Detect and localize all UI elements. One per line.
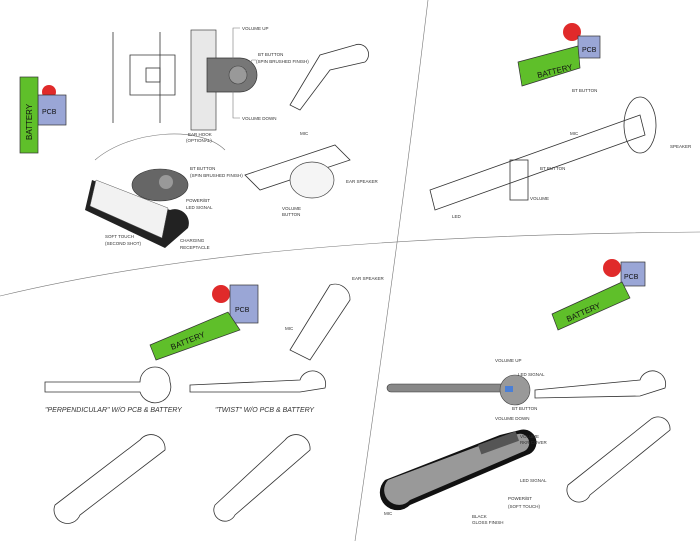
pcb-block — [37, 94, 67, 126]
svg-text:(SECOND SHOT): (SECOND SHOT) — [105, 241, 142, 246]
battery-module-bottom-left: PCB BATTERY — [149, 284, 259, 361]
svg-text:POWER/BT: POWER/BT — [508, 496, 532, 501]
svg-text:POWER/BT: POWER/BT — [186, 198, 210, 203]
svg-text:SPEAKER: SPEAKER — [670, 144, 692, 149]
battery-module-top-left: PCB BATTERY — [19, 76, 67, 154]
svg-text:LED: LED — [452, 214, 462, 219]
svg-text:MIC: MIC — [300, 131, 309, 136]
battery-block — [19, 76, 39, 154]
svg-text:EAR SPEAKER: EAR SPEAKER — [346, 179, 379, 184]
earpiece-outline-sketches-bottom-right — [534, 370, 671, 503]
svg-text:VOLUME: VOLUME — [282, 206, 301, 211]
svg-text:BT BUTTON: BT BUTTON — [512, 406, 537, 411]
svg-text:EAR SPEAKER: EAR SPEAKER — [352, 276, 385, 281]
svg-text:(SPIN BRUSHED FINISH): (SPIN BRUSHED FINISH) — [190, 173, 243, 178]
battery-label: BATTERY — [25, 103, 34, 140]
earpiece-front-view — [112, 32, 176, 123]
svg-text:LED SIGNAL: LED SIGNAL — [520, 478, 547, 483]
svg-text:GLOSS FINISH: GLOSS FINISH — [472, 520, 504, 525]
divider-horizontal — [0, 231, 700, 297]
svg-text:BT BUTTON: BT BUTTON — [258, 52, 283, 57]
svg-text:VOLUME DOWN: VOLUME DOWN — [495, 416, 530, 421]
battery-module-top-right: PCB BATTERY — [517, 23, 601, 87]
svg-text:BT BUTTON: BT BUTTON — [540, 166, 565, 171]
earpiece-top-right-sketch: BT BUTTON MIC BT BUTTON SPEAKER VOLUME L… — [429, 88, 692, 219]
svg-text:(SOFT TOUCH): (SOFT TOUCH) — [508, 504, 541, 509]
earpiece-sketches-bottom-left: EAR SPEAKER MIC "PERPENDICULAR" W/O PCB … — [44, 276, 385, 524]
pcb-label: PCB — [42, 109, 57, 116]
earpiece-perspective: EAR HOOK (OPTIONAL) BT BUTTON (SPIN BRUS… — [85, 132, 243, 250]
svg-text:BT BUTTON: BT BUTTON — [572, 88, 597, 93]
earpiece-folded: MIC EAR SPEAKER VOLUME BUTTON — [244, 131, 379, 217]
divider-vertical — [354, 0, 429, 541]
earpiece-side-render: VOLUME UP LED SIGNAL BT BUTTON VOLUME DO… — [386, 358, 545, 421]
svg-text:BUTTON: BUTTON — [282, 212, 300, 217]
earpiece-side-view: VOLUME UP BT BUTTON (SPIN BRUSHED FINISH… — [190, 26, 309, 131]
svg-text:EAR HOOK: EAR HOOK — [188, 132, 212, 137]
svg-text:PCB: PCB — [582, 47, 597, 54]
svg-text:VOLUME UP: VOLUME UP — [242, 26, 269, 31]
svg-text:MIC: MIC — [285, 326, 294, 331]
svg-text:(OPTIONAL): (OPTIONAL) — [186, 138, 212, 143]
battery-module-bottom-right: PCB BATTERY — [551, 259, 646, 331]
svg-text:PCB: PCB — [624, 274, 639, 281]
svg-text:VOLUME DOWN: VOLUME DOWN — [242, 116, 277, 121]
svg-text:LED SIGNAL: LED SIGNAL — [518, 372, 545, 377]
svg-text:VOLUME: VOLUME — [530, 196, 549, 201]
svg-text:RKR COVER: RKR COVER — [520, 440, 548, 445]
svg-text:CHARGING: CHARGING — [180, 238, 205, 243]
svg-text:VOLUME: VOLUME — [520, 434, 539, 439]
svg-text:VOLUME UP: VOLUME UP — [495, 358, 522, 363]
svg-text:MIC: MIC — [384, 511, 393, 516]
svg-text:RECEPTACLE: RECEPTACLE — [180, 245, 210, 250]
svg-text:MIC: MIC — [570, 131, 579, 136]
svg-text:BT BUTTON: BT BUTTON — [190, 166, 215, 171]
svg-text:LED SIGNAL: LED SIGNAL — [186, 205, 213, 210]
svg-text:SOFT TOUCH: SOFT TOUCH — [105, 234, 134, 239]
hook-sketch — [289, 44, 369, 111]
svg-text:"PERPENDICULAR" W/O PCB & BATT: "PERPENDICULAR" W/O PCB & BATTERY — [45, 407, 183, 414]
svg-text:BLACK: BLACK — [472, 514, 487, 519]
svg-text:PCB: PCB — [235, 307, 250, 314]
earpiece-black-gloss-render: VOLUME RKR COVER LED SIGNAL POWER/BT (SO… — [379, 429, 548, 525]
svg-text:"TWIST" W/O PCB & BATTERY: "TWIST" W/O PCB & BATTERY — [215, 407, 315, 414]
svg-text:(SPIN BRUSHED FINISH): (SPIN BRUSHED FINISH) — [256, 59, 309, 64]
